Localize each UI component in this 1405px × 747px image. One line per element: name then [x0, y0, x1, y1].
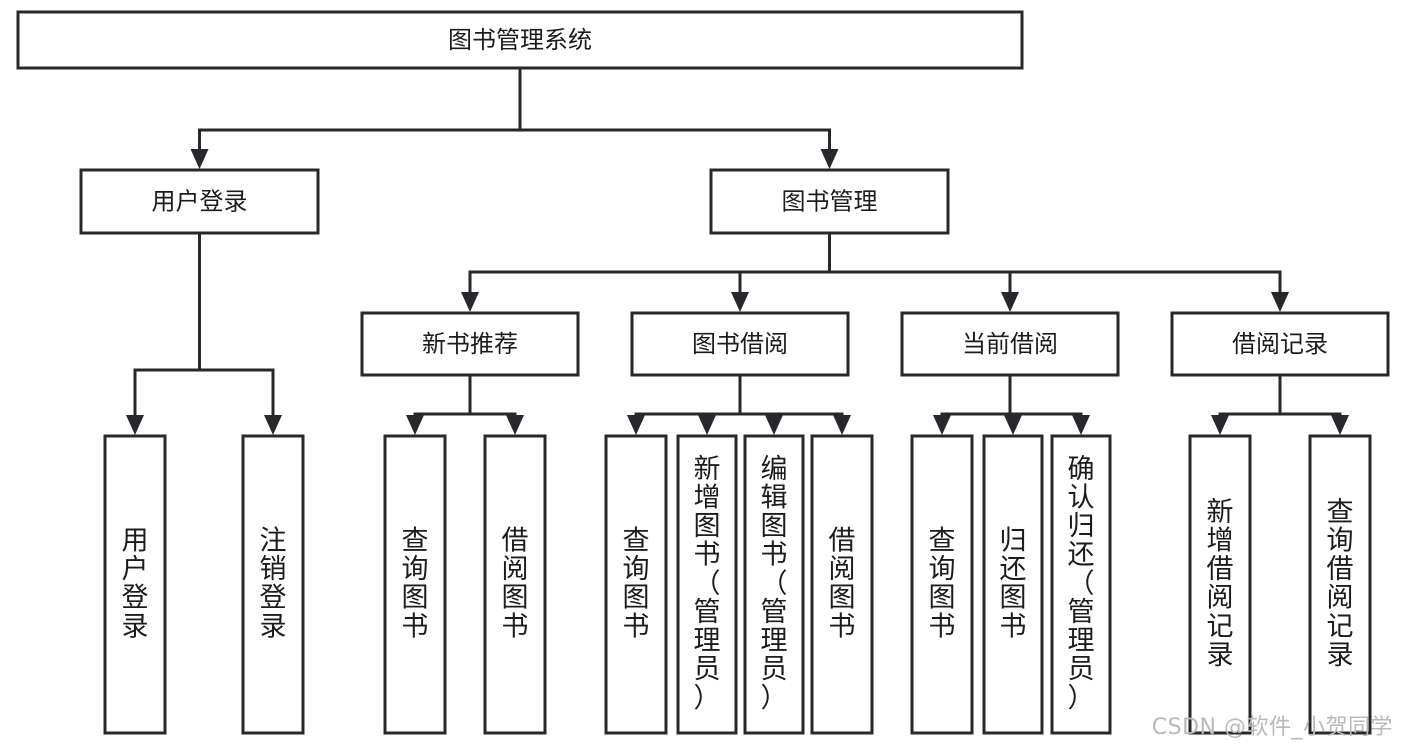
arrow-head-icon: [1004, 415, 1022, 435]
node-leaf-query-book-rec[interactable]: 查询图书: [383, 434, 447, 735]
node-label: 图书借阅: [692, 330, 788, 358]
node-leaf-confirm-return[interactable]: 确认归还（管理员）: [1050, 434, 1112, 735]
node-label: 查询图书: [402, 525, 429, 642]
arrow-head-icon: [1271, 292, 1289, 312]
node-current-borrow[interactable]: 当前借阅: [900, 311, 1120, 377]
arrow-head-icon: [506, 415, 524, 435]
arrow-head-icon: [731, 292, 749, 312]
node-book-borrow[interactable]: 图书借阅: [630, 311, 850, 377]
node-label: 查询借阅记录: [1327, 497, 1354, 671]
node-box: [810, 434, 874, 735]
node-box: [360, 311, 580, 377]
arrow-head-icon: [627, 415, 645, 435]
node-user-login[interactable]: 用户登录: [79, 168, 320, 235]
node-box: [982, 434, 1044, 735]
node-leaf-query-book-cur[interactable]: 查询图书: [910, 434, 974, 735]
node-book-manage[interactable]: 图书管理: [709, 168, 950, 235]
node-leaf-borrow-book-rec[interactable]: 借阅图书: [483, 434, 547, 735]
node-box: [241, 434, 305, 735]
node-box: [910, 434, 974, 735]
node-label: 归还图书: [1000, 525, 1027, 642]
node-label: 用户登录: [152, 188, 248, 216]
node-box: [103, 434, 167, 735]
arrow-head-icon: [698, 415, 716, 435]
arrow-head-icon: [1211, 415, 1229, 435]
node-leaf-borrow-book[interactable]: 借阅图书: [810, 434, 874, 735]
node-label: 用户登录: [122, 525, 149, 642]
node-box: [630, 311, 850, 377]
connector-layer: [126, 66, 1349, 435]
node-box: [483, 434, 547, 735]
node-box: [900, 311, 1120, 377]
node-label: 借阅图书: [502, 525, 529, 642]
arrow-head-icon: [1331, 415, 1349, 435]
node-label: 注销登录: [260, 525, 287, 642]
node-label: 查询图书: [623, 525, 650, 642]
node-box: [383, 434, 447, 735]
node-leaf-add-record[interactable]: 新增借阅记录: [1188, 434, 1252, 735]
node-box: [1308, 434, 1372, 735]
node-label: 新增借阅记录: [1207, 497, 1234, 671]
node-label: 新增图书（管理员）: [694, 454, 721, 714]
node-box: [709, 168, 950, 235]
node-box: [1188, 434, 1252, 735]
arrow-head-icon: [765, 415, 783, 435]
node-box: [16, 10, 1024, 70]
node-leaf-return-book[interactable]: 归还图书: [982, 434, 1044, 735]
node-label: 当前借阅: [962, 330, 1058, 358]
arrow-head-icon: [1072, 415, 1090, 435]
node-box: [604, 434, 668, 735]
node-new-book-rec[interactable]: 新书推荐: [360, 311, 580, 377]
arrow-head-icon: [461, 292, 479, 312]
arrow-head-icon: [406, 415, 424, 435]
node-label: 查询图书: [929, 525, 956, 642]
node-label: 借阅图书: [829, 525, 856, 642]
node-root[interactable]: 图书管理系统: [16, 10, 1024, 70]
arrow-head-icon: [1001, 292, 1019, 312]
arrow-head-icon: [126, 415, 144, 435]
node-label: 编辑图书（管理员）: [761, 454, 788, 714]
arrow-head-icon: [264, 415, 282, 435]
arrow-head-icon: [820, 149, 839, 169]
node-borrow-record[interactable]: 借阅记录: [1170, 311, 1390, 377]
node-leaf-add-book[interactable]: 新增图书（管理员）: [676, 434, 738, 735]
node-label: 借阅记录: [1232, 330, 1328, 358]
arrow-head-icon: [933, 415, 951, 435]
node-leaf-edit-book[interactable]: 编辑图书（管理员）: [743, 434, 805, 735]
node-label: 图书管理: [782, 188, 878, 216]
node-leaf-query-record[interactable]: 查询借阅记录: [1308, 434, 1372, 735]
node-leaf-query-book-borrow[interactable]: 查询图书: [604, 434, 668, 735]
node-box: [743, 434, 805, 735]
arrow-head-icon: [190, 149, 209, 169]
node-label: 图书管理系统: [448, 26, 592, 54]
node-box: [79, 168, 320, 235]
node-box: [676, 434, 738, 735]
node-box: [1170, 311, 1390, 377]
node-label: 新书推荐: [422, 330, 518, 358]
node-leaf-user-logout[interactable]: 注销登录: [241, 434, 305, 735]
node-box: [1050, 434, 1112, 735]
node-label: 确认归还（管理员）: [1068, 454, 1095, 714]
node-leaf-user-login[interactable]: 用户登录: [103, 434, 167, 735]
node-layer: 图书管理系统用户登录图书管理新书推荐图书借阅当前借阅借阅记录用户登录注销登录查询…: [16, 10, 1390, 735]
arrow-head-icon: [833, 415, 851, 435]
